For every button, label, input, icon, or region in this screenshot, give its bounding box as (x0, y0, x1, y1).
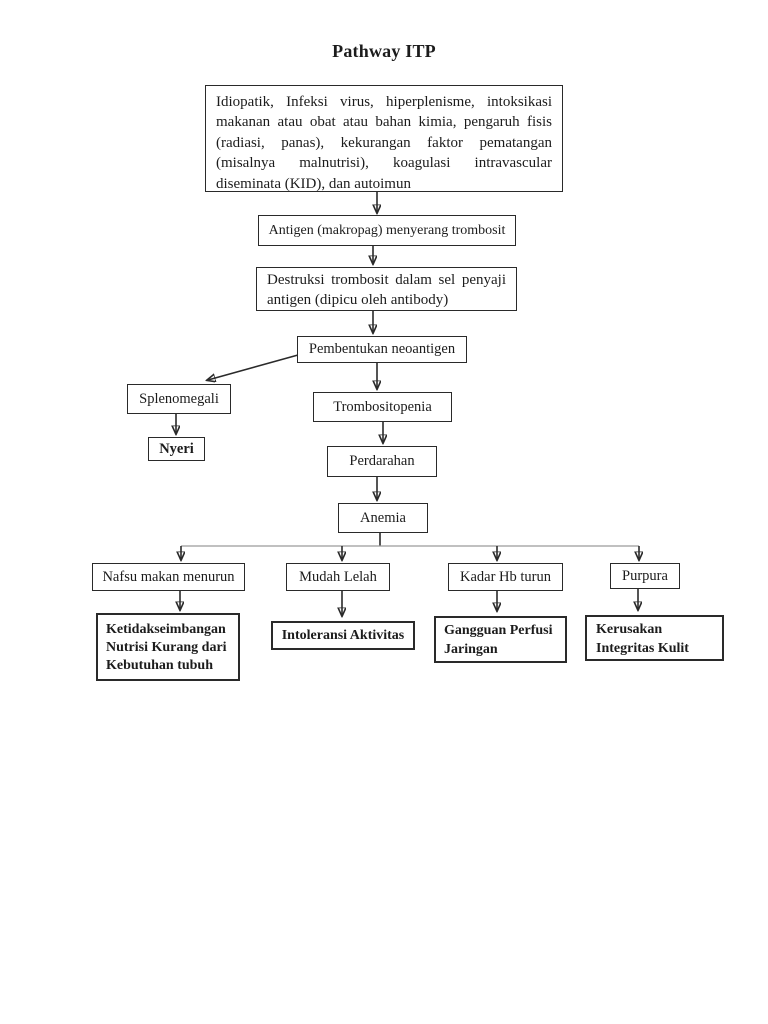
node-activity-intolerance-diagnosis: Intoleransi Aktivitas (271, 621, 415, 650)
arrow-neoantigen-splenomegali (208, 354, 299, 380)
node-easily-tired: Mudah Lelah (286, 563, 390, 591)
node-tissue-perfusion-diagnosis: Gangguan Perfusi Jaringan (434, 616, 567, 663)
node-appetite-decrease: Nafsu makan menurun (92, 563, 245, 591)
node-nutrition-imbalance-diagnosis: Ketidakseimbangan Nutrisi Kurang dari Ke… (96, 613, 240, 681)
node-splenomegaly: Splenomegali (127, 384, 231, 414)
node-bleeding: Perdarahan (327, 446, 437, 477)
node-neoantigen-formation: Pembentukan neoantigen (297, 336, 467, 363)
node-hb-level-drop: Kadar Hb turun (448, 563, 563, 591)
page-title: Pathway ITP (332, 41, 436, 61)
node-skin-integrity-diagnosis: Kerusakan Integritas Kulit (585, 615, 724, 661)
node-pain: Nyeri (148, 437, 205, 461)
node-platelet-destruction: Destruksi trombosit dalam sel penyaji an… (256, 267, 517, 311)
node-antigen-attacks-platelets: Antigen (makropag) menyerang trombosit (258, 215, 516, 246)
node-thrombocytopenia: Trombositopenia (313, 392, 452, 422)
node-etiology: Idiopatik, Infeksi virus, hiperplenisme,… (205, 85, 563, 192)
node-anemia: Anemia (338, 503, 428, 533)
node-purpura: Purpura (610, 563, 680, 589)
